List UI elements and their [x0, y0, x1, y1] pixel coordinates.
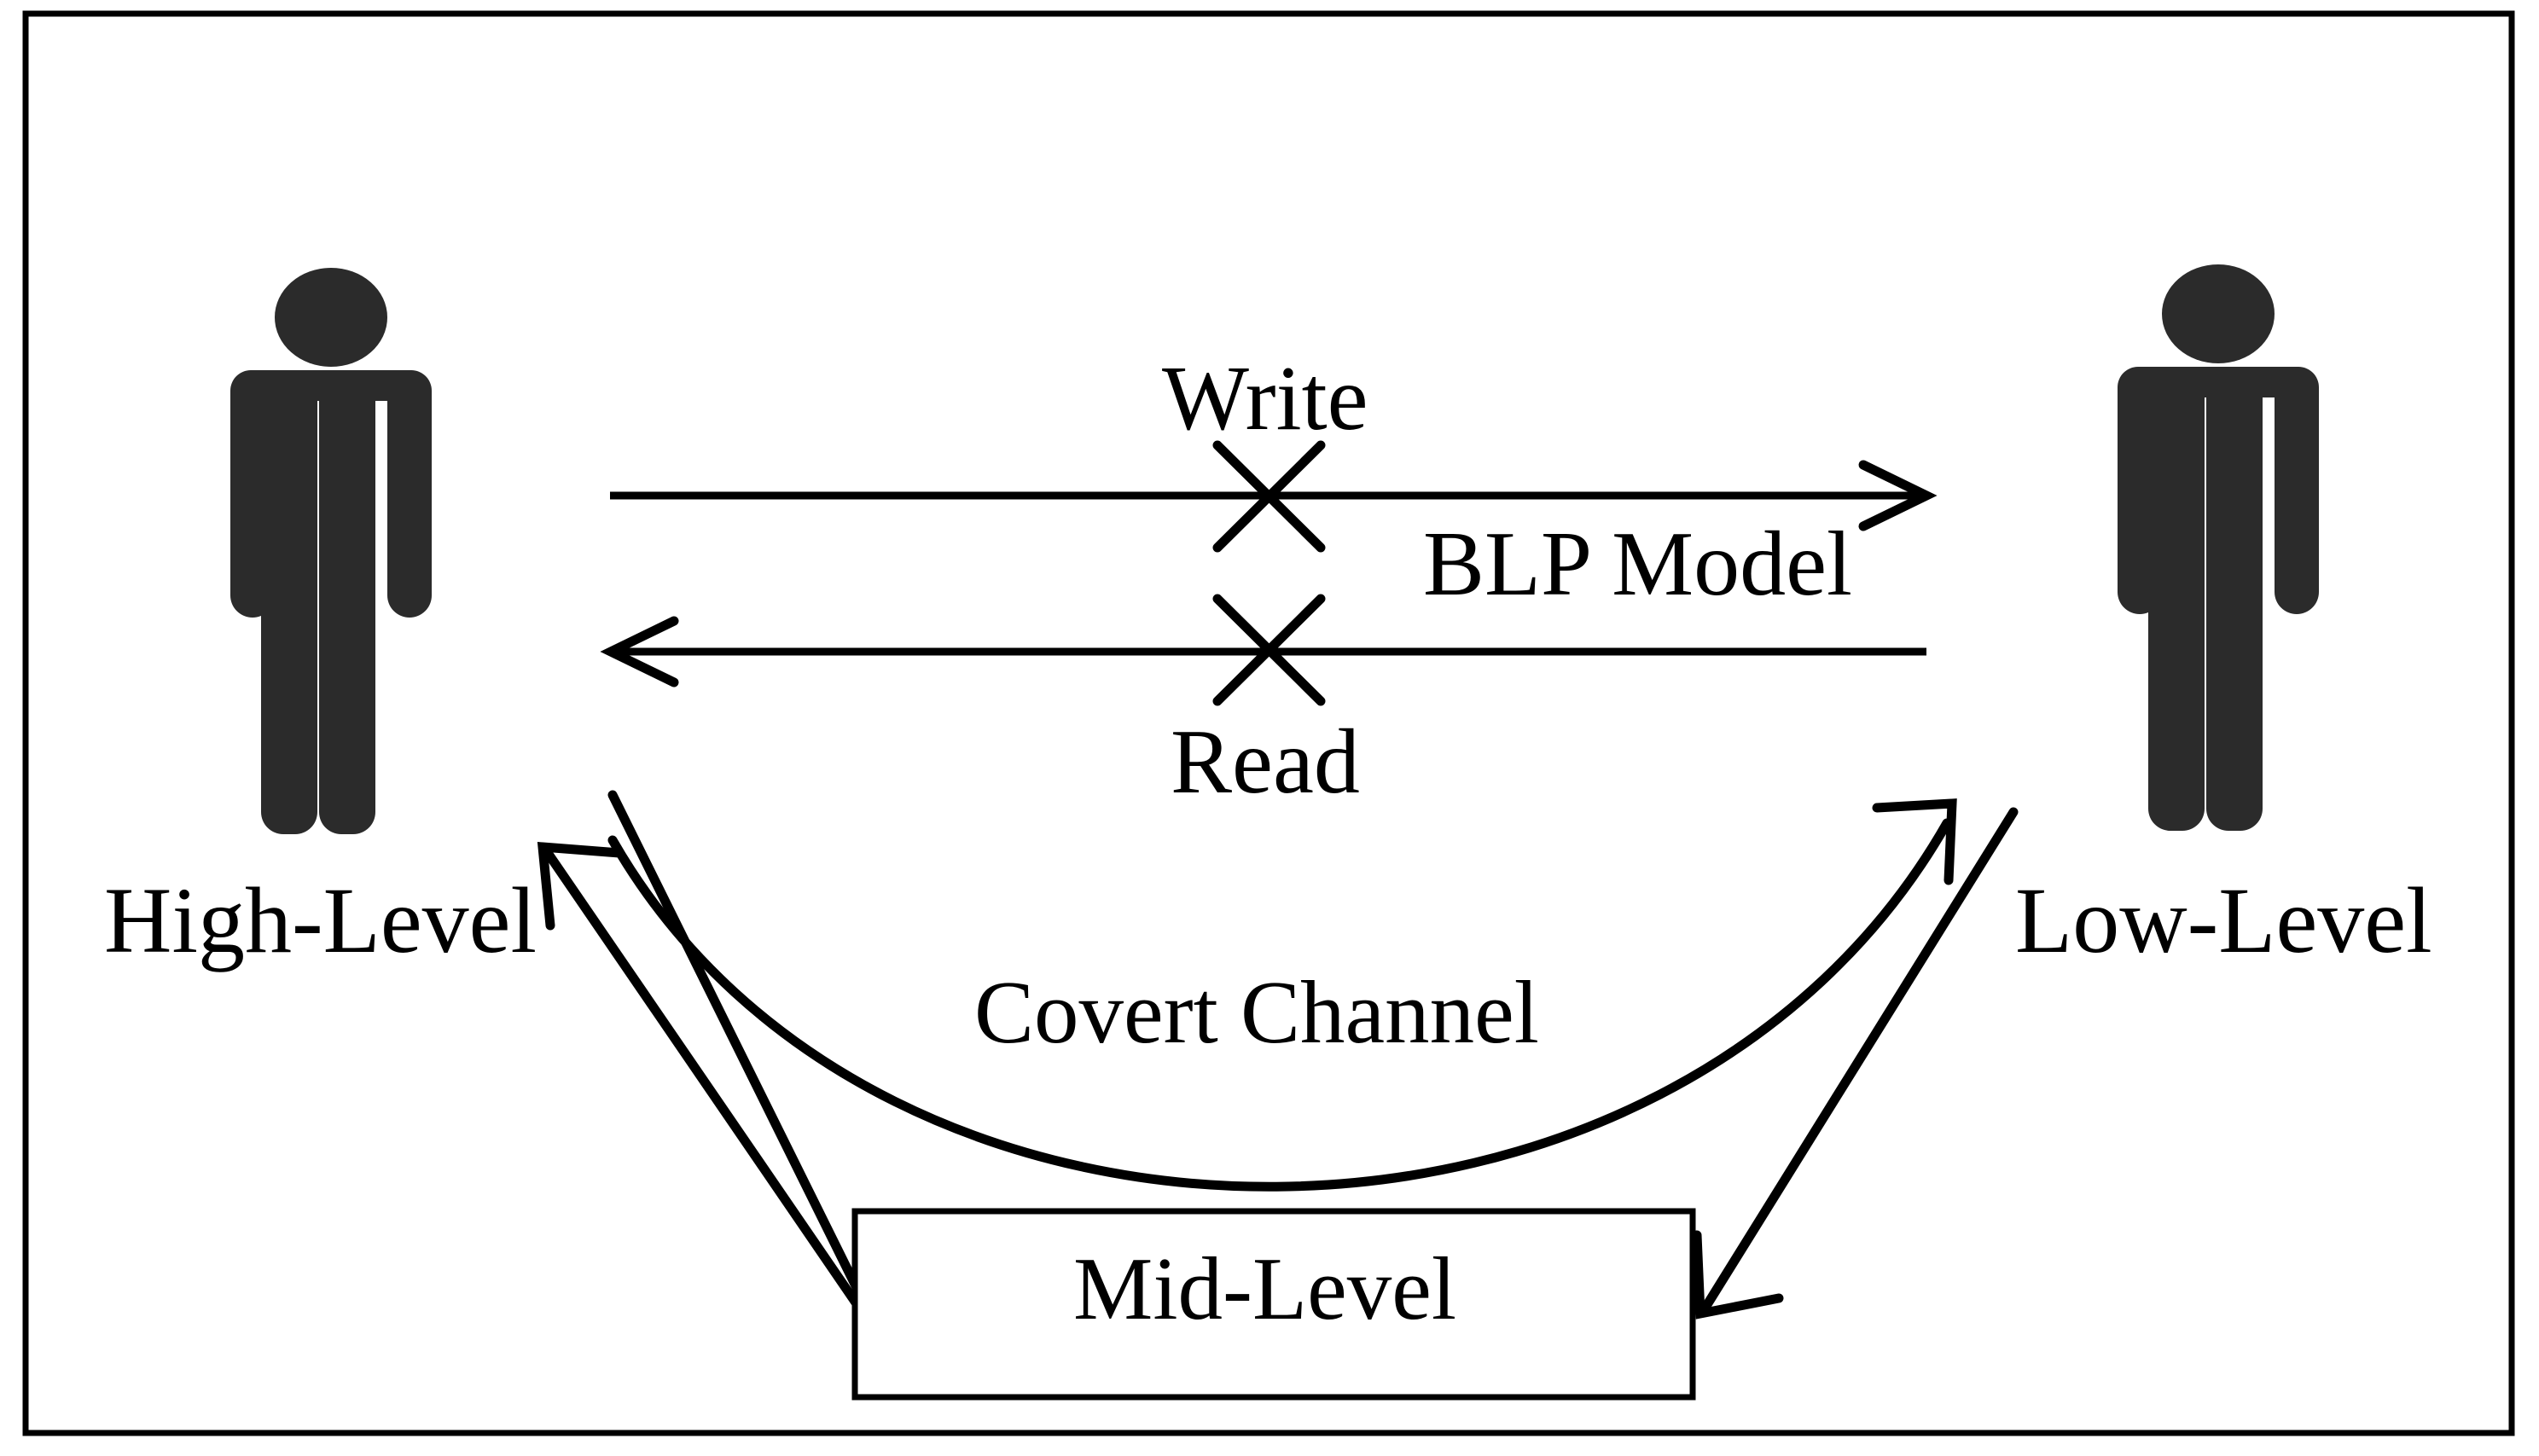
- covert-channel-label: Covert Channel: [974, 962, 1539, 1062]
- low-level-label: Low-Level: [2015, 868, 2432, 972]
- low-to-mid-line: [1699, 807, 2019, 1315]
- read-label: Read: [1171, 711, 1360, 813]
- person-head: [275, 268, 387, 367]
- person-icon-low-level: [2118, 264, 2319, 831]
- cross-stroke-b: [1212, 440, 1326, 553]
- mid-level-box[interactable]: [851, 1208, 1696, 1401]
- mid-to-high-arrow: [537, 842, 875, 1329]
- cross-stroke-b: [1212, 594, 1326, 706]
- blp-model-label: BLP Model: [1423, 513, 1853, 615]
- person-torso-arms: [2118, 367, 2319, 831]
- read-arrowhead: [600, 616, 679, 687]
- write-label: Write: [1162, 348, 1368, 450]
- high-to-mid-line: [607, 790, 877, 1324]
- person-head: [2162, 264, 2275, 363]
- outer-frame: [22, 10, 2515, 1436]
- low-to-mid-arrow: [1692, 807, 2019, 1320]
- write-arrowhead: [1858, 460, 1938, 531]
- covert-channel-arrowhead: [1872, 798, 1957, 885]
- covert-channel-curve: [607, 798, 1957, 1192]
- covert-channel-path: [607, 818, 1952, 1192]
- person-torso-arms: [230, 370, 432, 834]
- read-blocked-cross-icon: [1212, 594, 1326, 706]
- mid-to-high-arrowhead: [537, 842, 625, 931]
- low-to-mid-arrowhead: [1692, 1230, 1784, 1320]
- mid-to-high-line: [541, 845, 875, 1329]
- mid-level-label: Mid-Level: [1073, 1238, 1457, 1338]
- high-level-label: High-Level: [104, 868, 537, 972]
- person-icon-high-level: [230, 268, 432, 834]
- write-blocked-cross-icon: [1212, 440, 1326, 553]
